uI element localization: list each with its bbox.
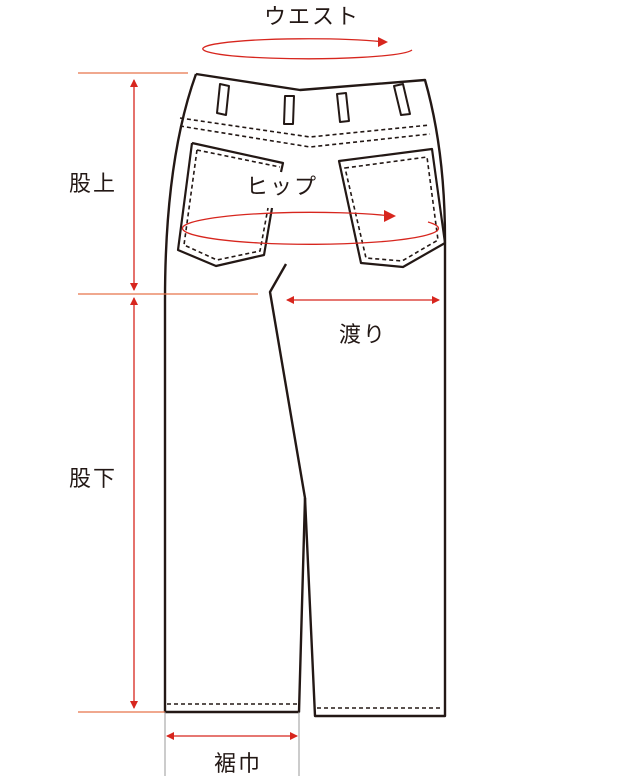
hip-label: ヒップ: [245, 175, 319, 200]
inseam-label: 股下: [68, 467, 118, 492]
pants-outline: [163, 72, 447, 718]
hip-arrow: [181, 211, 440, 245]
hem-guides: [164, 712, 300, 776]
rise-label: 股上: [68, 172, 118, 197]
thigh-label: 渡り: [338, 323, 388, 348]
waist-label: ウエスト: [263, 5, 361, 30]
hip-arrowhead: [384, 210, 396, 222]
waist-arrow: [202, 38, 413, 60]
stitching: [167, 117, 443, 709]
waist-arrowhead: [378, 37, 388, 47]
guide-lines: [78, 72, 258, 713]
hem-label: 裾巾: [213, 752, 263, 777]
